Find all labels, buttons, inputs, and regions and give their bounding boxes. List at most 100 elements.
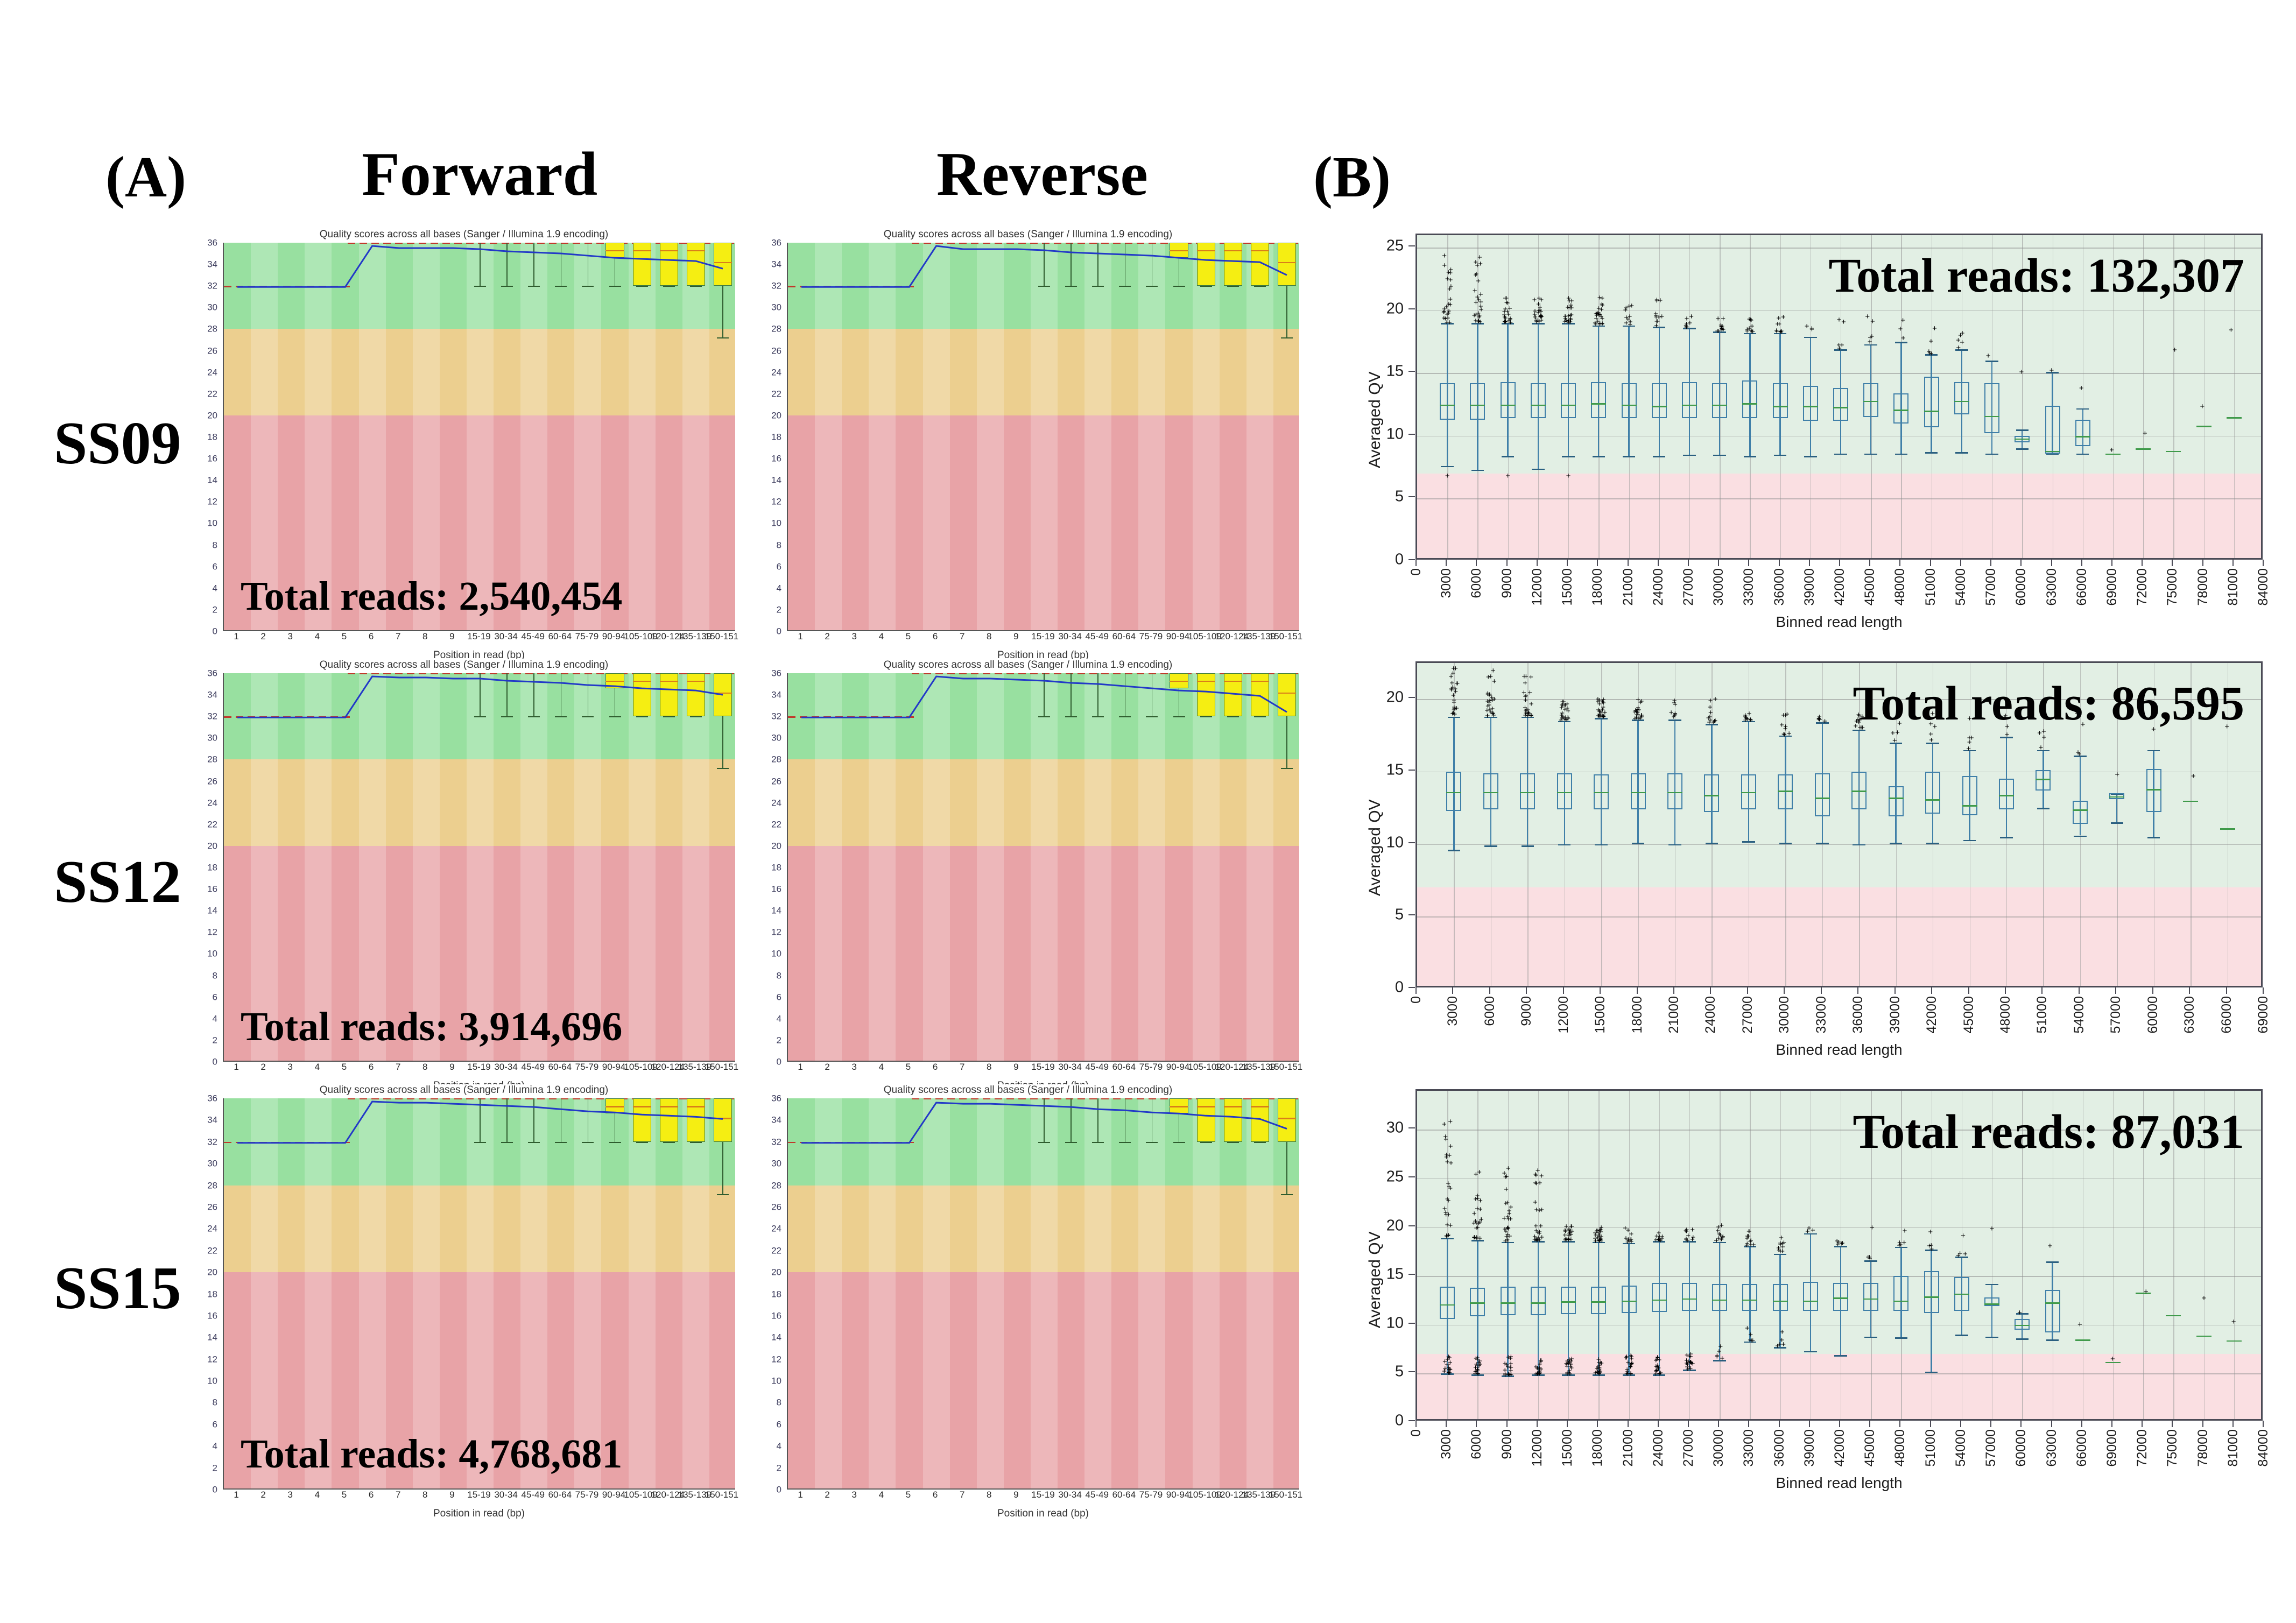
qv-outlier-marker: +	[1684, 1359, 1689, 1368]
qv-x-tick-label: 57000	[1983, 568, 1999, 606]
qv-outlier-marker: +	[1688, 1349, 1693, 1359]
qv-outlier-marker: +	[1653, 1361, 1659, 1371]
qv-outlier-marker: +	[1594, 314, 1599, 323]
fastqc-x-tick-label: 5	[341, 1490, 347, 1500]
qv-whisker	[2116, 793, 2118, 823]
fastqc-column-stripe	[682, 1098, 709, 1488]
fastqc-whisker	[1286, 1098, 1287, 1194]
fastqc-x-tick-label: 75-79	[575, 1490, 599, 1500]
fastqc-column-stripe	[1084, 673, 1112, 1061]
fastqc-whisker-cap	[636, 716, 648, 718]
qv-outlier-marker: +	[1566, 1231, 1572, 1240]
qv-median-line	[1863, 1298, 1879, 1300]
qv-outlier-marker: +	[1958, 330, 1963, 340]
fastqc-x-tick-label: 4	[314, 1490, 320, 1500]
qv-outlier-marker: +	[1595, 1367, 1600, 1377]
qv-x-tick-label: 63000	[2044, 1429, 2059, 1467]
qv-outlier-marker: +	[1957, 1249, 1963, 1259]
qv-iqr-box	[1500, 382, 1516, 419]
fastqc-column-stripe	[520, 243, 548, 630]
qv-median-line	[1561, 404, 1576, 406]
qv-outlier-marker: +	[1538, 1357, 1544, 1366]
fastqc-whisker-cap	[1200, 716, 1212, 718]
fastqc-x-tick-label: 15-19	[467, 1062, 491, 1072]
qv-whisker-cap	[1683, 328, 1696, 330]
qv-outlier-marker: +	[1690, 1225, 1695, 1234]
qv-gridline-vertical	[2143, 235, 2144, 558]
fastqc-y-tick-label: 30	[207, 302, 217, 313]
fastqc-y-tick-label: 32	[207, 280, 217, 291]
qv-outlier-marker: +	[1596, 1369, 1601, 1379]
qv-x-tick-mark	[1894, 987, 1896, 994]
fastqc-y-tick-label: 0	[212, 626, 217, 637]
fastqc-whisker	[614, 673, 616, 717]
qv-x-tick-mark	[2115, 987, 2117, 994]
qv-outlier-marker: +	[1561, 701, 1567, 710]
qv-x-tick-label: 33000	[1741, 568, 1757, 606]
qv-whisker-cap	[1963, 839, 1976, 842]
qv-outlier-marker: +	[1595, 1368, 1601, 1378]
fastqc-whisker	[480, 243, 481, 286]
fastqc-y-tick-label: 34	[207, 689, 217, 700]
qv-outlier-marker: +	[1538, 313, 1544, 322]
qv-whisker-cap	[1532, 1374, 1545, 1376]
qv-outlier-marker: +	[1448, 1358, 1453, 1367]
fastqc-y-tick-label: 30	[207, 732, 217, 743]
fastqc-quartile-box	[686, 673, 705, 717]
qv-outlier-marker: +	[1446, 1360, 1451, 1370]
qv-outlier-marker: +	[1565, 1368, 1570, 1378]
fastqc-whisker-cap	[663, 716, 675, 718]
fastqc-column-stripe	[251, 1098, 278, 1488]
qv-outlier-marker: +	[1600, 300, 1604, 309]
fastqc-x-tick-label: 30-34	[1058, 631, 1082, 641]
qv-x-tick-mark	[1526, 987, 1527, 994]
fastqc-total-reads-annotation: Total reads: 4,768,681	[241, 1431, 623, 1477]
fastqc-y-tick-label: 2	[212, 1035, 217, 1046]
qv-x-tick-label: 66000	[2074, 1429, 2089, 1467]
qv-x-tick-mark	[2004, 987, 2006, 994]
fastqc-quartile-box	[686, 1098, 705, 1142]
qv-outlier-marker: +	[1653, 1367, 1659, 1377]
qv-outlier-marker: +	[1683, 1226, 1688, 1236]
qv-x-tick-mark	[2232, 1421, 2234, 1427]
qv-y-tick-label: 20	[1386, 300, 1404, 317]
qv-boxplot-panel-ss12: ++++++++++++++++++++++++++++++++++++++++…	[1356, 659, 2271, 1058]
qv-outlier-marker: +	[1447, 1151, 1452, 1160]
qv-outlier-marker: +	[1927, 349, 1932, 358]
fastqc-band-warn	[224, 1185, 735, 1273]
fastqc-column-stripe	[520, 673, 548, 1061]
fastqc-x-tick-label: 8	[422, 1062, 428, 1072]
qv-outlier-marker: +	[1535, 1228, 1540, 1238]
qv-outlier-marker: +	[1960, 329, 1965, 338]
qv-outlier-marker: +	[1509, 1370, 1514, 1380]
qv-outlier-marker: +	[1781, 1340, 1786, 1350]
fastqc-y-tick-label: 14	[771, 905, 781, 916]
qv-whisker	[1477, 323, 1478, 470]
qv-outlier-marker: +	[1656, 1234, 1661, 1244]
qv-x-tick-label: 0	[1408, 1429, 1424, 1437]
qv-x-tick-mark	[1929, 560, 1931, 566]
fastqc-upper-quartile-line	[348, 243, 735, 244]
fastqc-x-tick-label: 90-94	[602, 1062, 626, 1072]
fastqc-x-tick-label: 105-109	[624, 1490, 658, 1500]
fastqc-y-tick-label: 2	[776, 604, 781, 615]
fastqc-whisker-cap	[1227, 716, 1239, 718]
qv-outlier-marker: +	[1750, 1336, 1756, 1346]
qv-outlier-marker: +	[1721, 314, 1726, 323]
qv-outlier-marker: +	[1559, 700, 1565, 710]
qv-iqr-box	[1500, 1287, 1516, 1315]
qv-x-tick-mark	[2225, 987, 2227, 994]
fastqc-whisker-cap	[716, 1194, 729, 1195]
qv-outlier-marker: +	[1748, 715, 1753, 724]
qv-outlier-marker: +	[1445, 1195, 1450, 1204]
fastqc-x-tick-label: 1	[234, 631, 239, 641]
qv-y-tick-label: 30	[1386, 1119, 1404, 1137]
qv-outlier-marker: +	[1453, 664, 1458, 674]
qv-iqr-box	[1591, 382, 1607, 419]
qv-outlier-marker: +	[1745, 1324, 1750, 1333]
qv-whisker	[1598, 325, 1600, 456]
qv-outlier-marker: +	[1444, 1231, 1449, 1241]
qv-outlier-marker: +	[1508, 1366, 1513, 1375]
qv-outlier-marker: +	[1529, 672, 1533, 682]
